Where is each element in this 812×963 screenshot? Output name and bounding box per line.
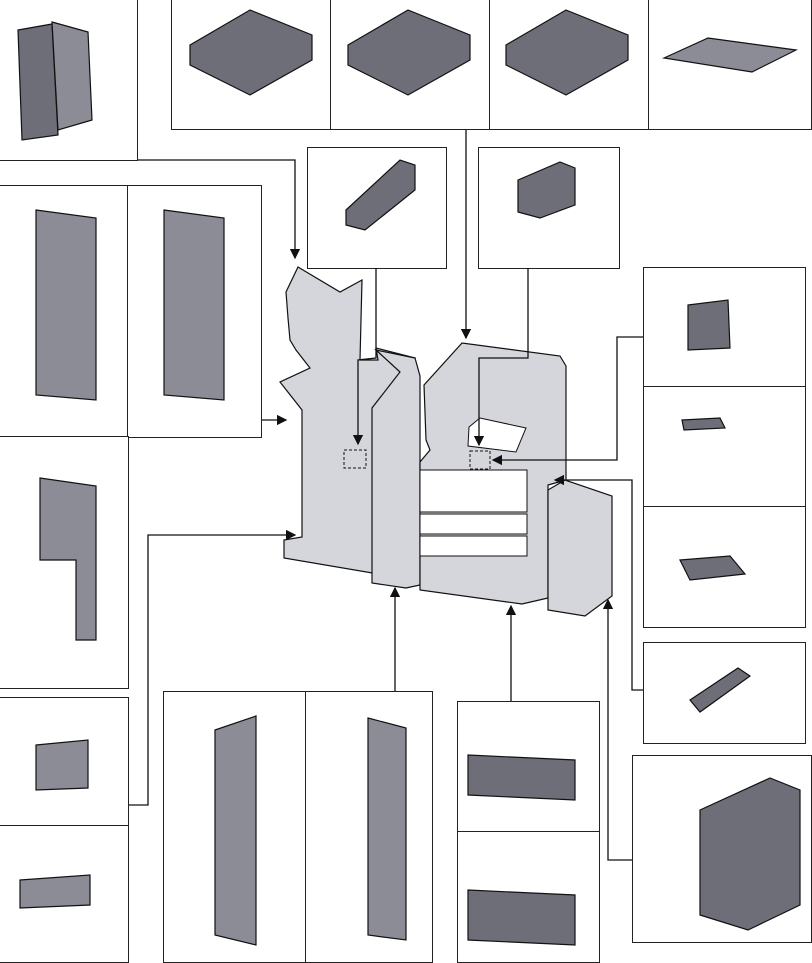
- mailbox-sorter-icon: [17, 21, 93, 141]
- inner-finisher-icon: [687, 299, 731, 351]
- fax-kit-location: [469, 450, 491, 470]
- connector-mailbox: [138, 159, 301, 260]
- document-processor-icon: [189, 9, 629, 96]
- connector-side-feeder: [602, 598, 632, 861]
- folding-unit-icon: [19, 739, 91, 909]
- fax-kit-icon: [689, 667, 752, 713]
- connector-lines: [129, 130, 643, 861]
- panel-finisher-booklet: [0, 436, 129, 689]
- panel-inner-job-separator: [643, 386, 806, 508]
- punch-unit-location: [343, 449, 367, 469]
- bridge-silhouette: [371, 348, 421, 589]
- side-feeder-icon: [699, 777, 801, 931]
- document-finisher-icon: [35, 209, 407, 946]
- connector-bridge-unit: [473, 268, 529, 447]
- booklet-finisher-icon: [39, 477, 97, 641]
- copier-drawer-2: [419, 513, 528, 535]
- connector-folding-unit: [129, 529, 297, 806]
- paper-feeder-icon: [467, 754, 576, 946]
- copier-drawer-1: [419, 469, 528, 513]
- copier-drawer-3: [419, 535, 528, 557]
- side-feeder-silhouette: [547, 479, 613, 617]
- main-unit-illustration: [279, 266, 613, 617]
- connector-inner-options: [491, 336, 643, 466]
- job-separator-icon: [679, 417, 747, 581]
- platen-cover-icon: [661, 37, 799, 73]
- connector-punch-unit: [352, 268, 377, 446]
- punch-unit-icon: [345, 159, 416, 231]
- connector-fax-kit: [553, 474, 643, 691]
- bridge-unit-icon: [517, 161, 576, 219]
